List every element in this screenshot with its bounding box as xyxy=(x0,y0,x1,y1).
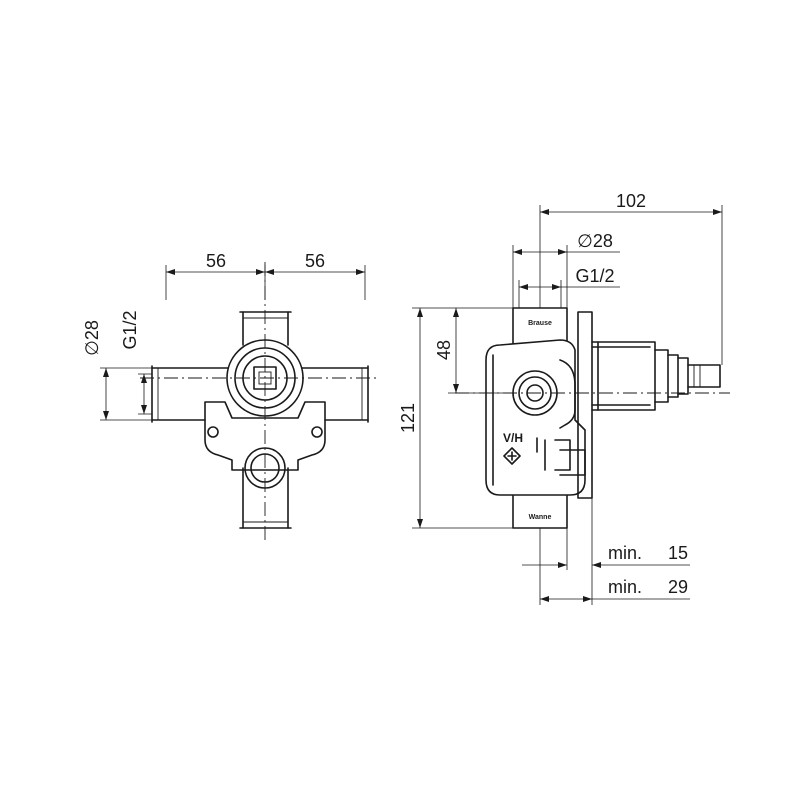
side-dim-min15-label: min. xyxy=(608,543,642,563)
front-dim-56-left-label: 56 xyxy=(206,251,226,271)
side-dim-102-label: 102 xyxy=(616,191,646,211)
side-dim-102: 102 xyxy=(539,191,723,365)
diamond-symbol xyxy=(503,447,521,465)
front-dim-56-right: 56 xyxy=(265,251,366,300)
marking-brause: Brause xyxy=(528,320,552,327)
side-dim-48-label: 48 xyxy=(434,340,454,360)
side-dim-min29-value: 29 xyxy=(668,577,688,597)
side-dim-g12-label: G1/2 xyxy=(575,266,614,286)
marking-vh: V/H xyxy=(503,431,523,445)
front-dim-dia28: ∅28 xyxy=(82,320,152,421)
side-dim-121: 121 xyxy=(398,307,513,529)
marking-wanne: Wanne xyxy=(529,514,552,521)
side-dim-g12: G1/2 xyxy=(518,266,620,308)
front-dim-dia28-label: ∅28 xyxy=(82,320,102,356)
front-dim-g12-label: G1/2 xyxy=(120,310,140,349)
side-view: Brause Wanne V/H xyxy=(455,307,730,529)
side-dim-dia28: ∅28 xyxy=(512,231,620,308)
front-view xyxy=(140,262,380,540)
side-dim-121-label: 121 xyxy=(398,403,418,433)
front-dim-g12: G1/2 xyxy=(120,310,152,415)
side-dim-min29: min. 29 xyxy=(539,528,690,605)
side-dim-dia28-label: ∅28 xyxy=(577,231,613,251)
side-dim-min15: min. 15 xyxy=(522,498,690,605)
front-dim-56-left: 56 xyxy=(165,251,266,300)
side-dim-min15-value: 15 xyxy=(668,543,688,563)
side-dim-min29-label: min. xyxy=(608,577,642,597)
side-dim-48: 48 xyxy=(434,307,513,394)
front-dim-56-right-label: 56 xyxy=(305,251,325,271)
